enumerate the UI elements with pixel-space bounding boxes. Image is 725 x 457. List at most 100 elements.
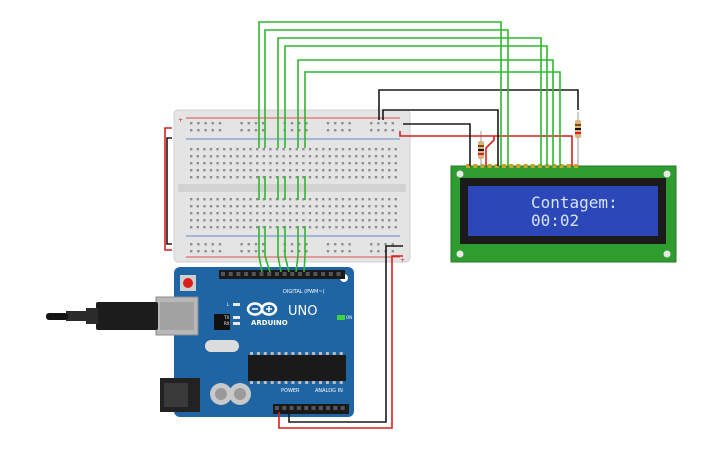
wire-green-lcd-d5[interactable] bbox=[284, 45, 548, 166]
wire-green-lcd-d7[interactable] bbox=[304, 71, 561, 166]
wire-black-left-rail[interactable] bbox=[166, 137, 172, 245]
wire-red-lcd-vdd[interactable] bbox=[399, 131, 573, 166]
tx-led-label: TX bbox=[223, 315, 229, 320]
breadboard-hole bbox=[348, 250, 351, 253]
breadboard-hole bbox=[391, 129, 394, 132]
breadboard-hole bbox=[388, 176, 391, 179]
wire-green-lcd-d6[interactable] bbox=[297, 59, 554, 166]
wire-black-lcd-vss[interactable] bbox=[403, 123, 471, 166]
breadboard-hole bbox=[361, 162, 364, 165]
breadboard-hole bbox=[218, 243, 222, 246]
breadboard-hole bbox=[196, 148, 199, 151]
usb-plug bbox=[96, 302, 158, 330]
breadboard-hole bbox=[335, 219, 338, 222]
breadboard-hole bbox=[203, 169, 206, 172]
breadboard-hole bbox=[328, 148, 331, 151]
breadboard-hole bbox=[295, 155, 298, 158]
wire-green-lcd-d4[interactable] bbox=[277, 37, 542, 166]
breadboard-hole bbox=[223, 212, 226, 215]
breadboard-hole bbox=[394, 226, 397, 229]
breadboard-hole bbox=[355, 198, 358, 201]
breadboard-hole bbox=[302, 198, 305, 201]
lcd-mount-hole bbox=[663, 170, 671, 178]
breadboard-hole bbox=[275, 148, 279, 151]
breadboard-hole bbox=[361, 176, 364, 179]
breadboard-hole bbox=[190, 129, 193, 132]
atmega-chip bbox=[248, 355, 346, 381]
wire-red-lcd-vo[interactable] bbox=[485, 136, 495, 166]
breadboard-hole bbox=[341, 212, 345, 215]
breadboard-hole bbox=[384, 129, 387, 132]
breadboard-hole bbox=[334, 122, 337, 125]
chip-pin bbox=[270, 352, 274, 355]
breadboard-hole bbox=[302, 205, 305, 208]
breadboard-hole bbox=[190, 162, 193, 165]
breadboard-hole bbox=[240, 122, 243, 125]
wire-black-lcd-rw[interactable] bbox=[382, 109, 499, 166]
header-pin bbox=[333, 406, 338, 410]
breadboard-hole bbox=[348, 219, 351, 222]
breadboard-hole bbox=[374, 226, 378, 229]
breadboard-hole bbox=[216, 169, 219, 172]
breadboard-hole bbox=[256, 198, 259, 201]
breadboard-hole bbox=[262, 250, 265, 253]
breadboard-hole bbox=[335, 198, 338, 201]
wire-green-lcd-rs[interactable] bbox=[258, 21, 502, 166]
breadboard-hole bbox=[256, 205, 259, 208]
breadboard-hole bbox=[361, 155, 364, 158]
usb-cable[interactable] bbox=[46, 302, 158, 330]
lcd-screen bbox=[468, 186, 658, 236]
breadboard[interactable]: + + bbox=[173, 109, 411, 264]
breadboard-hole bbox=[282, 205, 285, 208]
breadboard-hole bbox=[240, 243, 243, 246]
chip-pin bbox=[263, 381, 267, 384]
breadboard-hole bbox=[341, 205, 345, 208]
on-led bbox=[337, 315, 345, 320]
jumper-wires[interactable] bbox=[164, 21, 579, 429]
wire-red-5v[interactable] bbox=[278, 255, 403, 429]
breadboard-hole bbox=[229, 155, 232, 158]
breadboard-hole bbox=[256, 148, 259, 151]
arduino-uno-board[interactable]: ARDUINO UNO DIGITAL (PWM~) POWER ANALOG … bbox=[155, 267, 354, 417]
lcd-module[interactable]: Contagem: 00:02 bbox=[450, 164, 677, 263]
breadboard-hole bbox=[322, 198, 325, 201]
breadboard-hole bbox=[315, 198, 318, 201]
breadboard-green-jumpers[interactable] bbox=[258, 176, 306, 273]
breadboard-hole bbox=[223, 205, 226, 208]
wire-green-lcd-e[interactable] bbox=[264, 29, 509, 166]
breadboard-hole bbox=[328, 212, 331, 215]
wire-black-backlight[interactable] bbox=[378, 89, 579, 120]
wire-green-to-arduino bbox=[264, 240, 271, 273]
reset-button-cap[interactable] bbox=[183, 278, 193, 288]
resistor-lcd-contrast[interactable] bbox=[478, 131, 484, 166]
breadboard-hole bbox=[348, 198, 351, 201]
breadboard-hole bbox=[190, 226, 193, 229]
breadboard-hole bbox=[377, 122, 380, 125]
lcd-pin bbox=[538, 164, 542, 168]
breadboard-hole bbox=[355, 219, 358, 222]
breadboard-hole bbox=[269, 212, 272, 215]
lcd-pin bbox=[566, 164, 571, 168]
breadboard-hole bbox=[308, 148, 312, 151]
breadboard-hole bbox=[381, 212, 384, 215]
breadboard-hole bbox=[211, 250, 214, 253]
breadboard-center-channel bbox=[178, 184, 406, 192]
wire-black-gnd[interactable] bbox=[288, 245, 403, 423]
breadboard-hole bbox=[388, 226, 391, 229]
breadboard-hole bbox=[302, 176, 305, 179]
resistor-lcd-backlight[interactable] bbox=[575, 112, 581, 166]
header-pin bbox=[305, 272, 310, 276]
wire-red-left-rail[interactable] bbox=[164, 127, 172, 251]
breadboard-hole bbox=[302, 219, 305, 222]
breadboard-hole bbox=[394, 155, 397, 158]
breadboard-hole bbox=[269, 155, 272, 158]
breadboard-hole bbox=[249, 219, 252, 222]
breadboard-hole bbox=[229, 169, 232, 172]
header-pin bbox=[282, 272, 287, 276]
breadboard-hole bbox=[394, 205, 397, 208]
breadboard-hole bbox=[204, 250, 207, 253]
breadboard-hole bbox=[209, 226, 213, 229]
breadboard-hole bbox=[203, 226, 206, 229]
